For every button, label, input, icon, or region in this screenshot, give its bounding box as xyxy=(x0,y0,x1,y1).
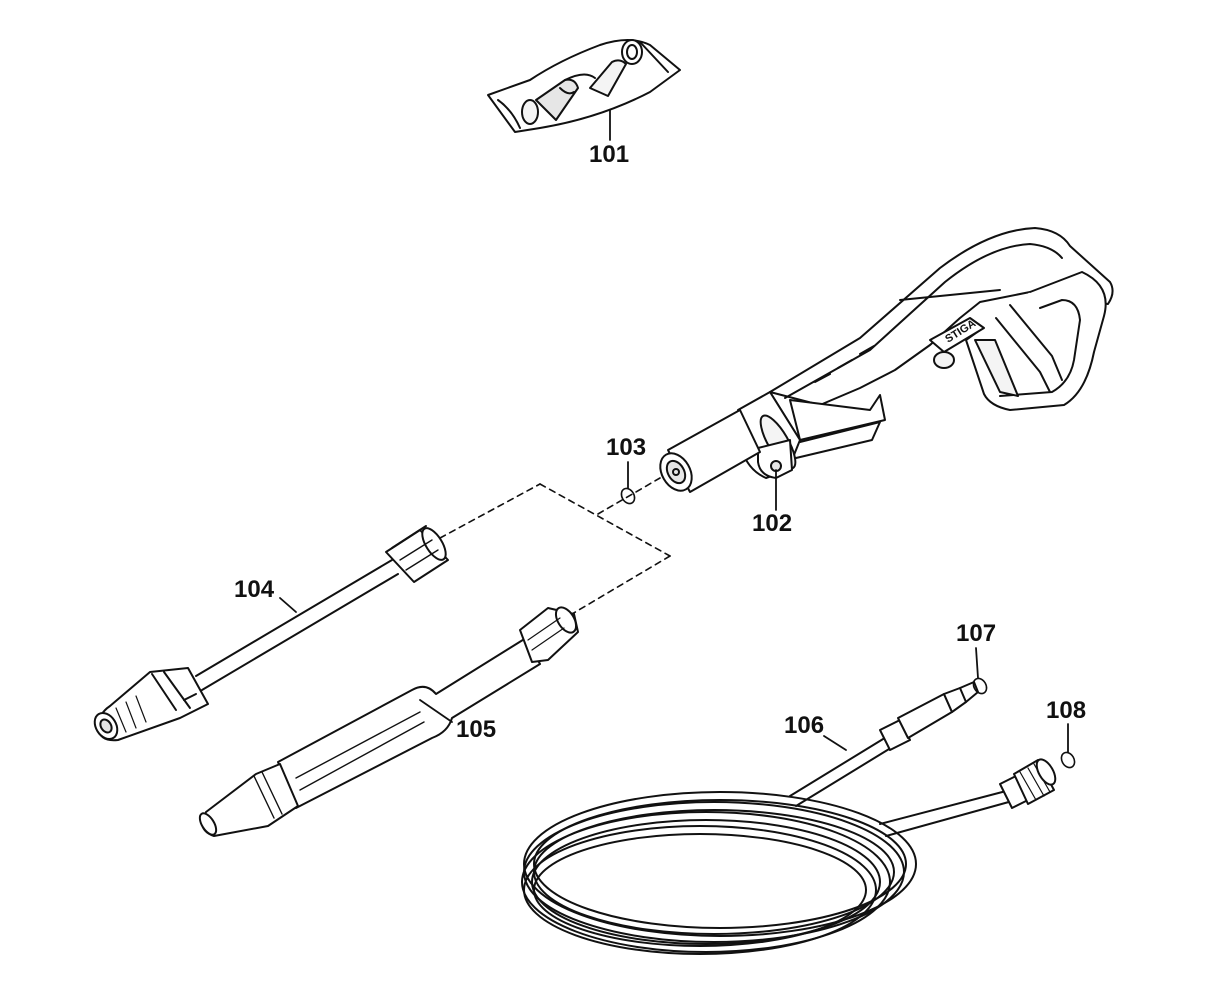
o-ring-108-icon xyxy=(1060,751,1076,769)
nozzle-kit-bag-icon xyxy=(487,39,681,133)
leader-line-104 xyxy=(279,597,297,613)
lance-turbo-icon xyxy=(198,606,579,837)
spray-gun-icon xyxy=(659,227,1114,493)
part-label-104: 104 xyxy=(234,576,275,603)
leader-line-105 xyxy=(419,699,453,723)
part-label-102: 102 xyxy=(752,510,793,537)
assembly-dashed-lines xyxy=(439,477,671,615)
leader-line-107 xyxy=(975,647,979,679)
leader-line-106 xyxy=(823,735,847,751)
o-ring-107-icon xyxy=(972,677,988,695)
hose-coil-icon xyxy=(521,681,1057,955)
lance-adjustable-icon xyxy=(93,525,449,742)
part-label-105: 105 xyxy=(456,716,497,743)
part-label-107: 107 xyxy=(956,620,997,647)
part-label-108: 108 xyxy=(1046,697,1087,724)
part-label-106: 106 xyxy=(784,712,825,739)
part-label-101: 101 xyxy=(589,141,630,168)
o-ring-103-icon xyxy=(620,487,636,505)
part-label-103: 103 xyxy=(606,434,647,461)
